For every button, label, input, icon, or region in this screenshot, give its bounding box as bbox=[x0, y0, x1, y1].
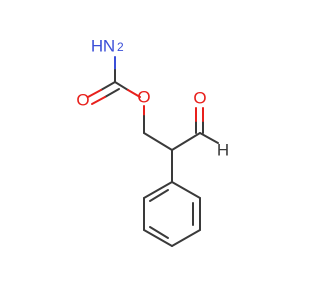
ester-oxygen-label: O bbox=[137, 88, 150, 107]
benzene-ring bbox=[143, 181, 201, 247]
bond-carbamate-co-double-b bbox=[104, 88, 120, 98]
aldehyde-hydrogen-label: H bbox=[217, 141, 229, 160]
bond-ch2-ch bbox=[143, 132, 173, 151]
bond-c-o-ester bbox=[114, 81, 129, 91]
bond-carbamate-co-double-a-o bbox=[87, 89, 102, 98]
aldehyde-oxygen-label: O bbox=[193, 89, 206, 108]
bond-aldehyde-ch bbox=[199, 132, 219, 144]
bond-c-o-ester-o bbox=[127, 89, 141, 98]
bond-ch-cho bbox=[171, 132, 201, 151]
bond-carbamate-co-double-b-o bbox=[91, 96, 106, 105]
nitrogen-hydrogen-count: 2 bbox=[117, 40, 124, 54]
carbonyl-oxygen-label: O bbox=[76, 91, 89, 110]
chemical-structure: N H 2 O O O H bbox=[76, 37, 229, 247]
bond-carbamate-co-double-a bbox=[100, 81, 116, 91]
nitrogen-label: N bbox=[103, 37, 115, 56]
nitrogen-hydrogen-label: H bbox=[91, 37, 103, 56]
